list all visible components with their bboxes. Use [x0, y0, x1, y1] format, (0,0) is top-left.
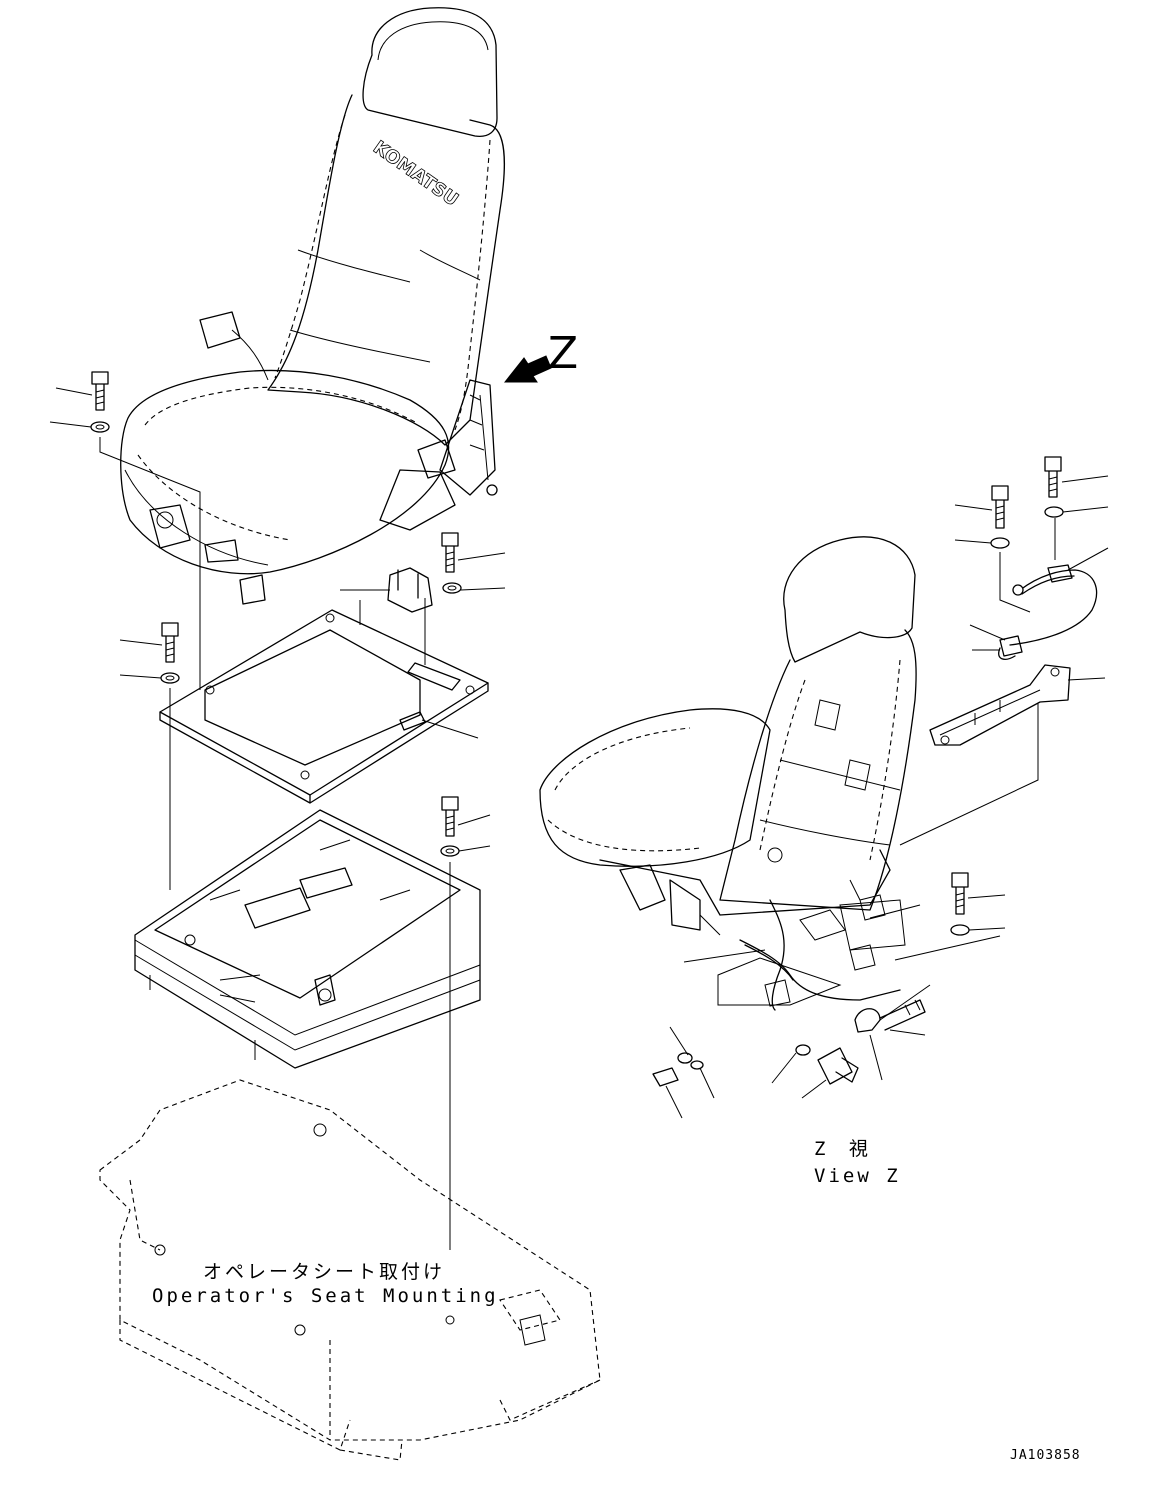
bracket: [388, 568, 432, 612]
seat-suspension: [135, 810, 480, 1068]
leader-lines-view-z: [666, 476, 1108, 1118]
assembly-lines: [100, 437, 450, 1250]
view-z-seat: [540, 537, 916, 1010]
view-z-caption-jp: Z 視: [814, 1138, 874, 1160]
view-z-caption-en: View Z: [814, 1165, 901, 1187]
bolts-main: [91, 372, 461, 856]
bolts-view-z: [653, 457, 1063, 1086]
cab-floor-frame: [100, 1080, 600, 1460]
view-z-marker: Z: [548, 328, 579, 379]
operator-seat: KOMATSU: [121, 8, 505, 604]
view-z-harness: [900, 518, 1097, 845]
view-z-arrow-icon: [505, 356, 551, 382]
leader-lines-main: [50, 388, 505, 851]
drawing-number: JA103858: [1010, 1448, 1081, 1463]
seat-mounting-plate: [160, 610, 488, 803]
seat-brand-logo: KOMATSU: [369, 137, 462, 211]
main-caption-jp: オペレータシート取付け: [203, 1261, 446, 1283]
main-caption-en: Operator's Seat Mounting: [152, 1285, 499, 1307]
